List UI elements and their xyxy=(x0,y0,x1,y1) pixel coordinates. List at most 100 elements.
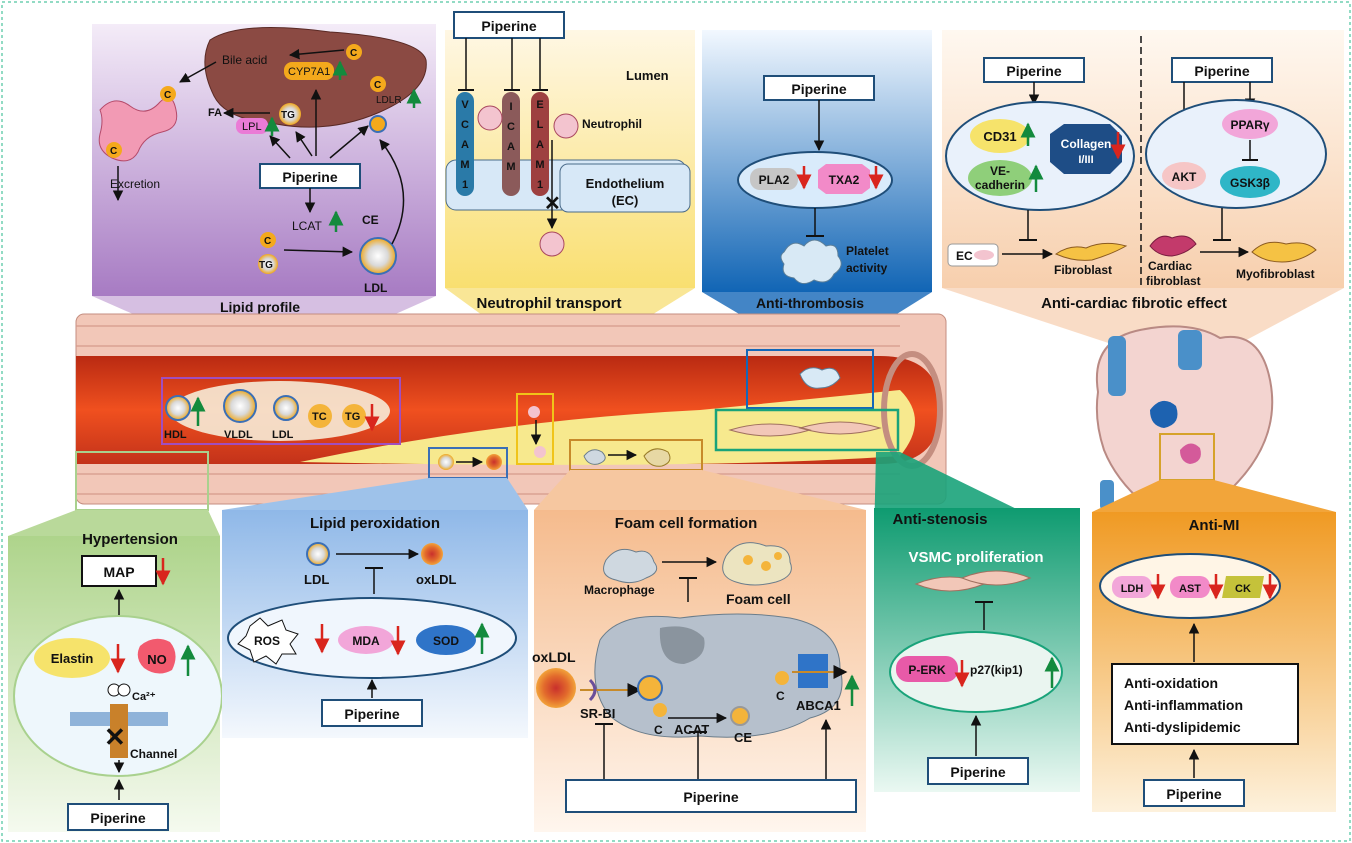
vessel-stenosis-box xyxy=(714,408,900,452)
oxldl-foam-label: oxLDL xyxy=(532,649,576,665)
gsk-blob xyxy=(1220,166,1280,198)
platelet-cluster xyxy=(780,239,842,284)
icam-receptor xyxy=(502,92,520,196)
foam-cell xyxy=(722,542,792,586)
fa-label: FA xyxy=(208,107,222,119)
ck-pill xyxy=(1222,576,1264,598)
cyp7a1-label: CYP7A1 xyxy=(288,66,330,78)
piperine-to-ldlr-arrow xyxy=(329,125,369,159)
macrophage-cell xyxy=(603,548,658,584)
c-to-bile-arrow xyxy=(288,48,345,60)
c-foam-label-2: C xyxy=(776,689,785,703)
c-label-top: C xyxy=(350,48,357,59)
ldl-vessel-particle xyxy=(273,395,299,421)
lpl-pill xyxy=(236,118,268,134)
ce-foam-label: CE xyxy=(734,730,752,745)
c-circle-intestine xyxy=(106,142,122,158)
collagen-label-1: Collagen xyxy=(1061,137,1112,151)
ros-burst xyxy=(237,617,299,665)
elam-receptor xyxy=(531,92,549,196)
hdl-particle xyxy=(165,395,191,421)
vldl-label: VLDL xyxy=(224,429,253,441)
vessel-neutrophil-box xyxy=(516,393,554,465)
lumen-label: Lumen xyxy=(626,68,669,83)
vldl-particle xyxy=(223,389,257,423)
svg-text:L: L xyxy=(537,119,544,131)
fibroblast-label: Fibroblast xyxy=(1054,263,1112,277)
elastin-blob xyxy=(34,638,110,678)
ldlr-receptor xyxy=(369,115,387,133)
piperine-label-hypertension: Piperine xyxy=(90,810,145,826)
piperine-box-thrombosis xyxy=(763,75,875,101)
vsmc-label: VSMC proliferation xyxy=(908,549,1043,566)
anti-thrombosis-title: Anti-thrombosis xyxy=(756,295,864,311)
c-circle-lcat xyxy=(260,232,276,248)
channel-label: Channel xyxy=(130,747,177,761)
piperine-box-hypertension xyxy=(67,803,169,831)
ve-label-1: VE- xyxy=(990,164,1010,178)
ldl-perox-particle xyxy=(306,542,330,566)
bile-to-intestine-arrow xyxy=(179,61,217,83)
akt-label: AKT xyxy=(1172,170,1197,184)
ec-box xyxy=(947,243,999,267)
excretion-label: Excretion xyxy=(110,177,160,191)
anti-stenosis-title: Anti-stenosis xyxy=(892,511,987,528)
svg-text:1: 1 xyxy=(537,179,543,191)
lipid-profile-title: Lipid profile xyxy=(220,299,300,315)
macrophage-label: Macrophage xyxy=(584,583,655,597)
ros-label: ROS xyxy=(254,634,280,648)
neutrophil-cell-1 xyxy=(477,105,503,131)
ppar-label: PPARγ xyxy=(1230,118,1269,132)
c-foam-label: C xyxy=(654,723,663,737)
c-label-right: C xyxy=(374,80,381,91)
icam-letters: I C A M xyxy=(506,101,515,173)
anti-cardiac-fibrotic-panel: Piperine CD31 VE- cadherin Collagen I/II… xyxy=(942,30,1344,370)
map-box xyxy=(81,555,157,587)
svg-text:1: 1 xyxy=(462,179,468,191)
ce-label: CE xyxy=(362,213,379,227)
ec-fibrosis-label: EC xyxy=(956,249,973,263)
c-label-lcat: C xyxy=(264,236,271,247)
collagen-blob xyxy=(1050,124,1122,174)
perk-label: P-ERK xyxy=(908,663,946,677)
lcat-label: LCAT xyxy=(292,219,322,233)
ve-cadherin-blob xyxy=(968,160,1032,196)
ldl-perox-label: LDL xyxy=(304,572,329,587)
svg-text:C: C xyxy=(461,119,469,131)
oxldl-perox-particle xyxy=(421,543,443,565)
svg-text:M: M xyxy=(460,159,469,171)
ec-label: (EC) xyxy=(612,193,639,208)
sod-label: SOD xyxy=(433,634,459,648)
vcam-receptor xyxy=(456,92,474,196)
no-label: NO xyxy=(147,652,167,667)
piperine-box-mi xyxy=(1143,779,1245,807)
tg-vessel-particle xyxy=(342,404,366,428)
cd31-label: CD31 xyxy=(983,129,1016,144)
pla2-pill xyxy=(750,168,798,190)
ldh-label: LDH xyxy=(1121,583,1144,595)
perk-pill xyxy=(896,656,958,682)
neutrophil-label: Neutrophil xyxy=(582,117,642,131)
ldlr-label: LDLR xyxy=(376,95,402,106)
srbi-receptor xyxy=(588,678,597,702)
anti-mi-panel: Anti-MI LDH AST CK Anti-oxidation Anti-i… xyxy=(1092,480,1336,812)
piperine-label-lipid: Piperine xyxy=(282,169,337,185)
akt-blob xyxy=(1162,162,1206,190)
platelet-label-2: activity xyxy=(846,261,888,275)
gsk-label: GSK3β xyxy=(1230,176,1270,190)
svg-text:A: A xyxy=(461,139,469,151)
lipid-peroxidation-title: Lipid peroxidation xyxy=(310,515,440,532)
cardiac-label-1: Cardiac xyxy=(1148,259,1192,273)
vessel-lipid-box xyxy=(161,377,401,445)
neutrophil-cell-2 xyxy=(553,113,579,139)
piperine-label-foam: Piperine xyxy=(683,789,738,805)
piperine-to-tg-arrow xyxy=(295,131,313,157)
piperine-box-neutrophil xyxy=(453,11,565,39)
acat-label: ACAT xyxy=(674,722,709,737)
endothelium-label: Endothelium xyxy=(586,176,665,191)
platelet-label-1: Platelet xyxy=(846,244,889,258)
lipid-peroxidation-panel: Lipid peroxidation LDL oxLDL ROS MDA SOD… xyxy=(222,478,528,738)
piperine-label-mi: Piperine xyxy=(1166,786,1221,802)
hypertension-panel: Hypertension MAP Elastin NO Ca²⁺ ✕ Chann… xyxy=(8,510,223,832)
